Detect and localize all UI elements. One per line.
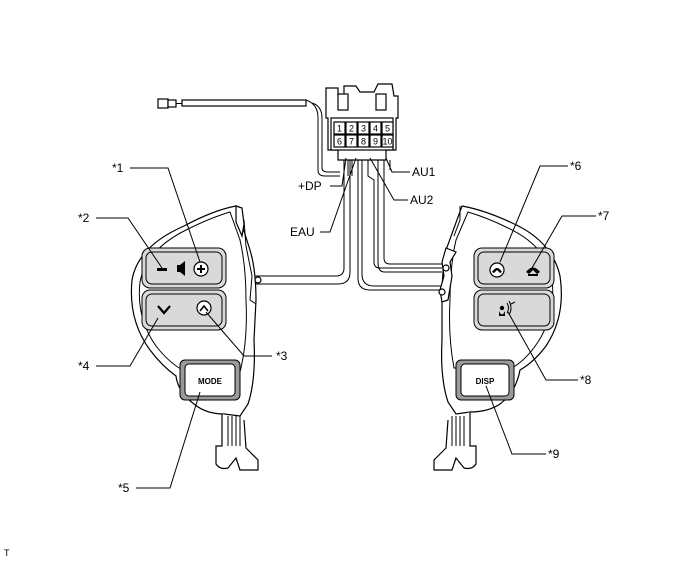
phone-button-panel[interactable] [473, 247, 555, 289]
callout-5: *5 [118, 481, 130, 495]
seek-button-panel[interactable] [141, 289, 227, 331]
pin-label: 9 [373, 137, 378, 147]
pin-label: 3 [361, 124, 366, 134]
terminal-au2: AU2 [410, 193, 434, 207]
terminal-au1: AU1 [412, 165, 436, 179]
right-bracket [433, 412, 477, 471]
pin-label: 10 [382, 137, 392, 147]
pin-label: 2 [349, 124, 354, 134]
phone-off-hook-icon [489, 262, 505, 278]
sensor-lead [157, 98, 340, 177]
disp-button[interactable] [460, 363, 510, 397]
pin-label: 4 [373, 124, 378, 134]
chevron-down-icon [157, 305, 171, 315]
plus-icon [193, 261, 209, 277]
callout-8: *8 [580, 373, 592, 387]
callout-6: *6 [570, 159, 582, 173]
callout-1: *1 [112, 161, 124, 175]
callout-4: *4 [78, 359, 90, 373]
terminal-labels: AU1 AU2 +DP EAU [290, 165, 436, 239]
callout-3: *3 [276, 349, 288, 363]
pin-label: 5 [385, 124, 390, 134]
footer-mark: T [4, 548, 10, 558]
speaker-icon [177, 261, 185, 276]
pin-label: 6 [337, 137, 342, 147]
callout-2: *2 [78, 211, 90, 225]
terminal-dp: +DP [298, 179, 322, 193]
pin-label: 7 [349, 137, 354, 147]
chevron-up-icon [196, 300, 212, 316]
callout-labels: *1 *2 *3 *4 *5 *6 *7 *8 *9 [78, 159, 610, 495]
phone-on-hook-icon [526, 267, 540, 276]
voice-button-panel[interactable] [473, 289, 555, 331]
leader-lines [96, 157, 596, 489]
pin-label: 8 [361, 137, 366, 147]
wire-harness [244, 160, 444, 291]
connector: 1 2 3 4 5 6 7 8 9 10 [325, 83, 399, 161]
pin-label: 1 [337, 124, 342, 134]
terminal-eau: EAU [290, 225, 315, 239]
callout-7: *7 [598, 209, 610, 223]
left-bracket [215, 414, 259, 471]
minus-icon [157, 268, 167, 271]
callout-9: *9 [548, 447, 560, 461]
left-steering-switch: MODE [130, 205, 262, 471]
mode-button[interactable] [184, 363, 236, 397]
disp-button-label: DISP [476, 377, 495, 386]
mode-button-label: MODE [198, 377, 223, 386]
pin-grid: 1 2 3 4 5 6 7 8 9 10 [333, 121, 394, 148]
right-steering-switch: DISP [433, 205, 562, 471]
